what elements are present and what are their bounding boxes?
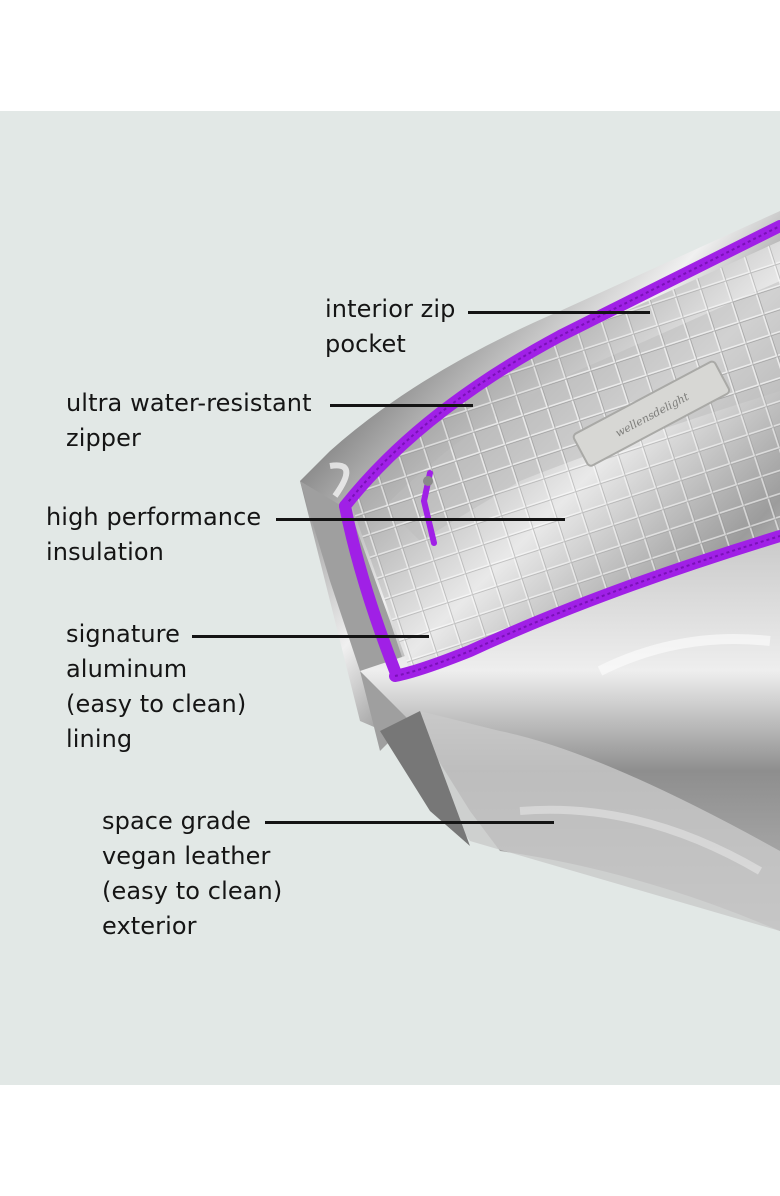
exterior-line-3: (easy to clean): [102, 877, 283, 905]
interior-zip-pocket-label: interior zip pocket: [325, 292, 455, 362]
zipper-pointer: [330, 404, 473, 407]
lining-line-2: aluminum: [66, 655, 188, 683]
exterior-line-1: space grade: [102, 807, 251, 835]
lining-pointer: [192, 635, 429, 638]
insulation-line-1: high performance: [46, 503, 262, 531]
lining-line-3: (easy to clean): [66, 690, 247, 718]
lining-label: signature aluminum (easy to clean) linin…: [66, 617, 246, 757]
interior-zip-pocket-pointer: [468, 311, 650, 314]
interior-zip-pocket-line-1: interior zip: [325, 295, 456, 323]
insulation-label: high performance insulation: [46, 500, 261, 570]
exterior-line-2: vegan leather: [102, 842, 271, 870]
zipper-line-2: zipper: [66, 424, 141, 452]
insulation-line-2: insulation: [46, 538, 164, 566]
exterior-pointer: [265, 821, 554, 824]
lining-line-1: signature: [66, 620, 180, 648]
zipper-line-1: ultra water-resistant: [66, 389, 312, 417]
exterior-label: space grade vegan leather (easy to clean…: [102, 804, 282, 944]
insulation-pointer: [276, 518, 565, 521]
lunch-bag-photo: wellensdelight: [300, 211, 780, 931]
lining-line-4: lining: [66, 725, 133, 753]
interior-zip-pocket-line-2: pocket: [325, 330, 406, 358]
product-panel: wellensdelight interior zip pocket ultra…: [0, 111, 780, 1085]
exterior-line-4: exterior: [102, 912, 197, 940]
zipper-label: ultra water-resistant zipper: [66, 386, 312, 456]
